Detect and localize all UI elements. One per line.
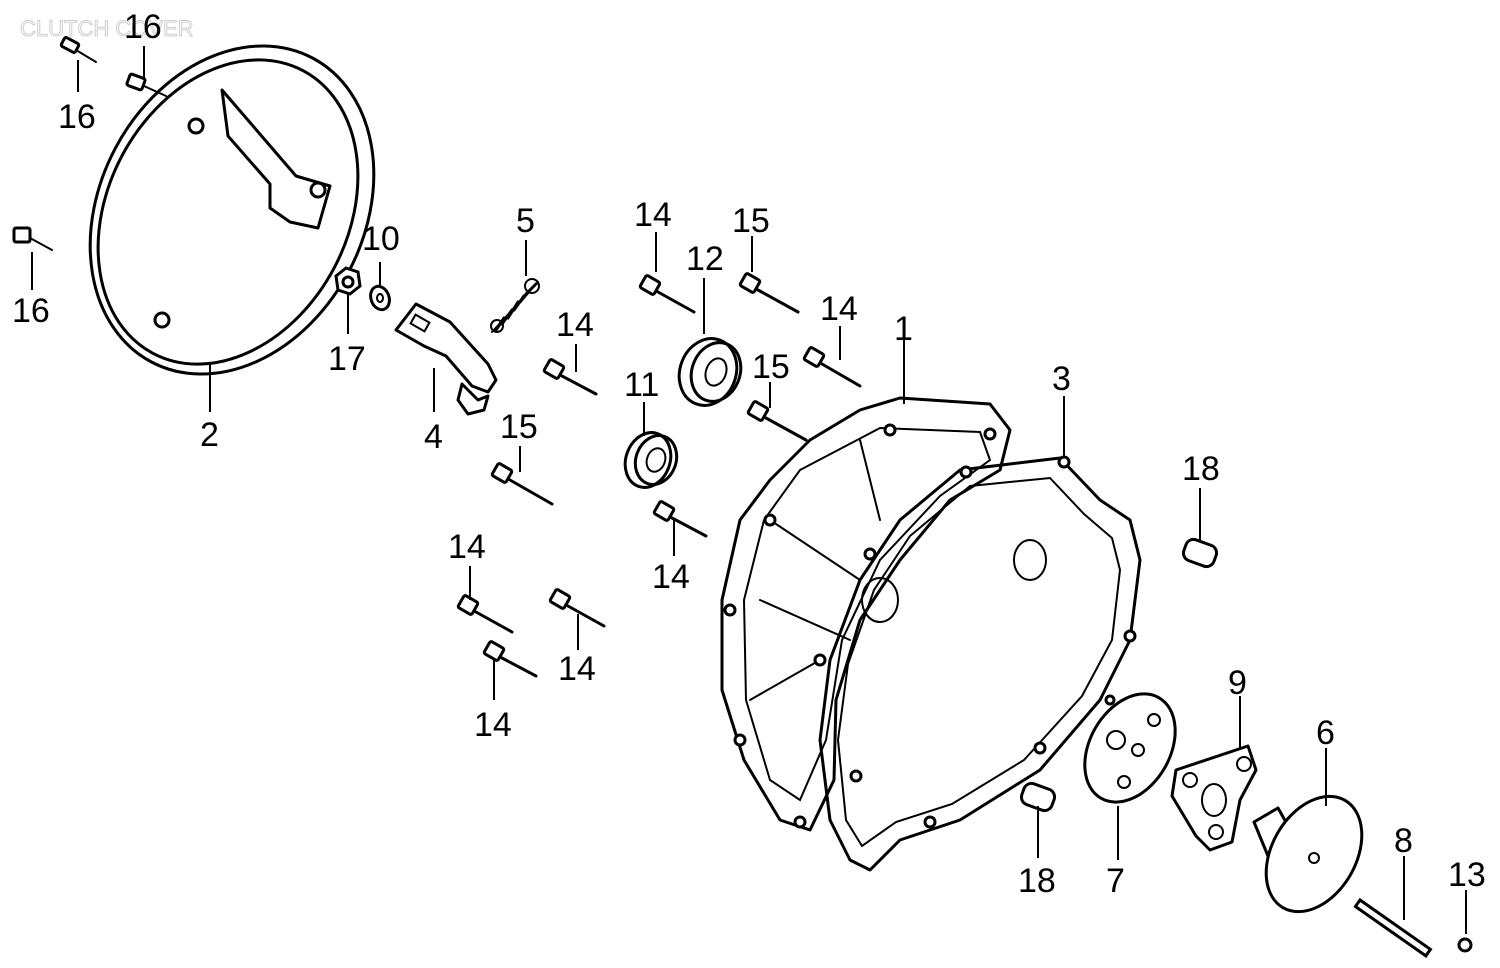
callout-8: 8 <box>1394 822 1413 860</box>
bolt-15-lower <box>490 462 554 506</box>
bolt-14-mid-right <box>802 346 862 388</box>
screw-16-a <box>59 36 97 63</box>
bolts-group <box>456 272 862 678</box>
callout-11: 11 <box>624 366 659 404</box>
callout-13: 13 <box>1448 856 1486 894</box>
bolt-14-upper <box>638 274 696 314</box>
gasket-3 <box>813 455 1142 872</box>
oil-seal-12 <box>677 337 743 407</box>
callout-2: 2 <box>200 416 219 454</box>
clutch-lever-4 <box>394 302 498 416</box>
callout-labels: 16 16 16 2 10 17 4 5 14 15 12 14 14 15 1… <box>12 8 1486 900</box>
washer-10 <box>369 284 391 312</box>
callout-7: 7 <box>1106 862 1125 900</box>
callout-3: 3 <box>1052 360 1071 398</box>
nut-13 <box>1457 937 1473 953</box>
callout-6: 6 <box>1316 714 1335 752</box>
shaft-8 <box>1353 897 1433 958</box>
callout-16-top: 16 <box>124 8 162 46</box>
bolt-14-low-c <box>482 640 538 678</box>
callout-14-low-b: 14 <box>558 650 596 688</box>
callout-12: 12 <box>686 240 724 278</box>
callout-17: 17 <box>328 340 366 378</box>
screw-16-b <box>125 72 167 97</box>
watermark-text: CLUTCH COVER <box>20 16 194 41</box>
callout-10: 10 <box>362 220 400 258</box>
callout-15-lower: 15 <box>500 408 538 446</box>
bolt-14-low-b <box>548 588 606 628</box>
callout-14-center: 14 <box>652 558 690 596</box>
dowel-18-lower <box>1019 781 1057 813</box>
callout-15-top: 15 <box>732 202 770 240</box>
dowel-18-upper <box>1181 537 1219 569</box>
callout-16-left: 16 <box>12 292 50 330</box>
callout-18-lower: 18 <box>1018 862 1056 900</box>
callout-9: 9 <box>1228 664 1247 702</box>
bolt-14-center <box>652 500 708 538</box>
callout-14-low-c: 14 <box>474 706 512 744</box>
callout-4: 4 <box>424 418 443 456</box>
callout-5: 5 <box>516 202 535 240</box>
callout-14-low-a: 14 <box>448 528 486 566</box>
bolt-15-upper <box>738 272 800 314</box>
bolt-15-mid <box>746 400 808 442</box>
screw-16-c <box>12 226 53 251</box>
bolt-14-mid-left <box>542 358 598 396</box>
leader-lines <box>31 46 1467 934</box>
oil-seal-11 <box>623 431 679 489</box>
callout-1: 1 <box>894 310 913 348</box>
disc-6 <box>1252 794 1364 914</box>
plate-7 <box>1083 692 1177 804</box>
bolt-14-low-a <box>456 594 514 634</box>
callout-14-mid-right: 14 <box>820 290 858 328</box>
callout-14-mid-left: 14 <box>556 306 594 344</box>
outer-cover-ring <box>88 44 376 376</box>
callout-16-mid: 16 <box>58 98 96 136</box>
callout-15-mid: 15 <box>752 348 790 386</box>
bracket-9 <box>1170 744 1258 852</box>
spring-5 <box>490 278 540 333</box>
callout-14-top: 14 <box>634 196 672 234</box>
callout-18-upper: 18 <box>1182 450 1220 488</box>
nut-17 <box>334 266 362 296</box>
